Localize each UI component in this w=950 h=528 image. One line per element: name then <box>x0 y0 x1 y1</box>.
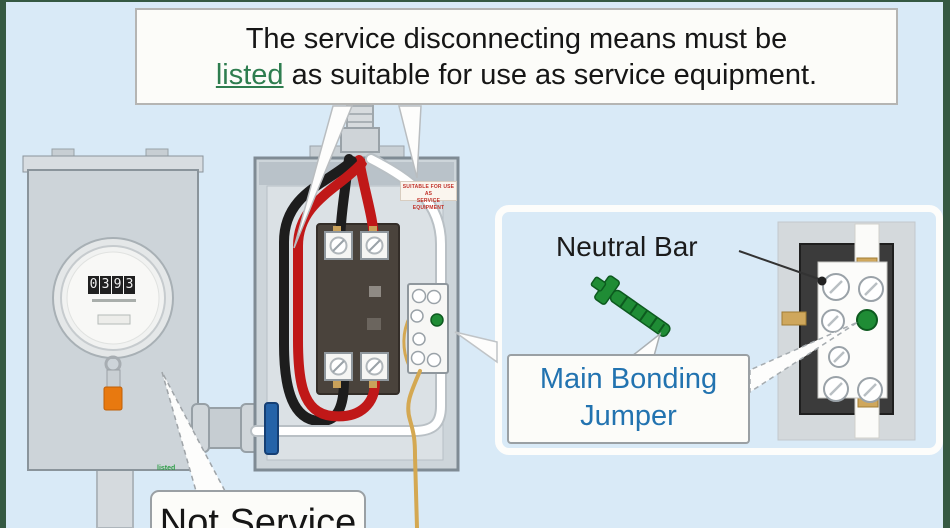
listed-link-text: listed <box>215 59 284 91</box>
note-pointer-to-sticker <box>398 105 422 179</box>
not-service-text: Not Service <box>159 502 357 528</box>
nipple-conduit <box>191 403 259 453</box>
note-line2: as suitable for use as service equipment… <box>283 59 818 91</box>
mbj-line1: Main Bonding <box>539 363 718 395</box>
service-disconnect-panel <box>250 95 460 528</box>
meter-face <box>66 251 160 345</box>
note-line1: The service disconnecting means must be <box>245 23 788 55</box>
neutral-bar-leader-dot <box>817 276 827 286</box>
neutral-bar-detail-inset <box>738 221 916 441</box>
not-service-callout: Not Service <box>150 490 366 528</box>
note-pointer-to-breaker <box>293 105 354 249</box>
frame-edge-left <box>0 0 6 528</box>
sticker-line2: SERVICE EQUIPMENT <box>412 198 445 211</box>
meter-pedestal <box>22 148 204 528</box>
meter-digit: 3 <box>100 276 111 294</box>
load-conductor-red-loop <box>293 158 380 422</box>
grounding-electrode-conductor-tan <box>406 369 422 528</box>
mbj-line2: Jumper <box>580 400 677 432</box>
meter-register-digits: 0 3 9 3 <box>88 276 135 294</box>
service-disconnect-note: The service disconnecting means must be … <box>135 8 898 105</box>
screw-to-mbj-box-pointer <box>629 332 662 357</box>
lug-screw-brass <box>369 381 377 388</box>
inset-screw-slots <box>827 280 878 397</box>
meter-digit: 3 <box>124 276 135 294</box>
conduit-bushing-blue <box>264 402 279 455</box>
lug-screw-brass <box>369 226 377 233</box>
meter-digit: 9 <box>112 276 123 294</box>
leader-pointers <box>161 105 859 492</box>
mbj-box-to-inset-pointer <box>749 321 859 394</box>
breaker-handle-upper <box>369 286 381 297</box>
main-bonding-jumper-screw-icon <box>590 275 671 337</box>
meter-digit: 0 <box>88 276 99 294</box>
meter-barcode-plate <box>97 314 131 325</box>
panel-neutral-bar-screws <box>410 288 442 368</box>
neutral-bar-label: Neutral Bar <box>556 231 698 262</box>
frame-edge-right <box>943 0 950 528</box>
lug-screw-brass <box>333 381 341 388</box>
neutral-conductor-white <box>252 155 445 435</box>
neutral-bar-leader-line <box>738 250 820 280</box>
inset-tan-stub-left <box>781 311 807 326</box>
meter-nameplate-text-bar <box>92 299 136 302</box>
inset-main-bonding-jumper-screw <box>856 309 878 331</box>
meter-seal-clip <box>106 369 121 389</box>
sticker-line1: SUITABLE FOR USE AS <box>402 184 455 197</box>
main-bonding-jumper-callout: Main Bonding Jumper <box>507 354 750 444</box>
breaker-lugs <box>324 231 389 381</box>
lug-screw-brass <box>333 226 341 233</box>
meter-seal-tag-orange <box>103 386 123 411</box>
frame-edge-top <box>0 0 950 2</box>
meter-post <box>96 467 134 528</box>
main-breaker <box>316 223 400 395</box>
breaker-handle-lower <box>367 318 381 330</box>
panel-to-detail-pointer <box>454 331 498 364</box>
riser-coupling <box>340 127 380 153</box>
panel-bonding-screw-green <box>430 313 444 327</box>
suitable-service-sticker: SUITABLE FOR USE AS SERVICE EQUIPMENT <box>400 181 457 211</box>
meter-listed-tag: listed <box>157 465 176 472</box>
